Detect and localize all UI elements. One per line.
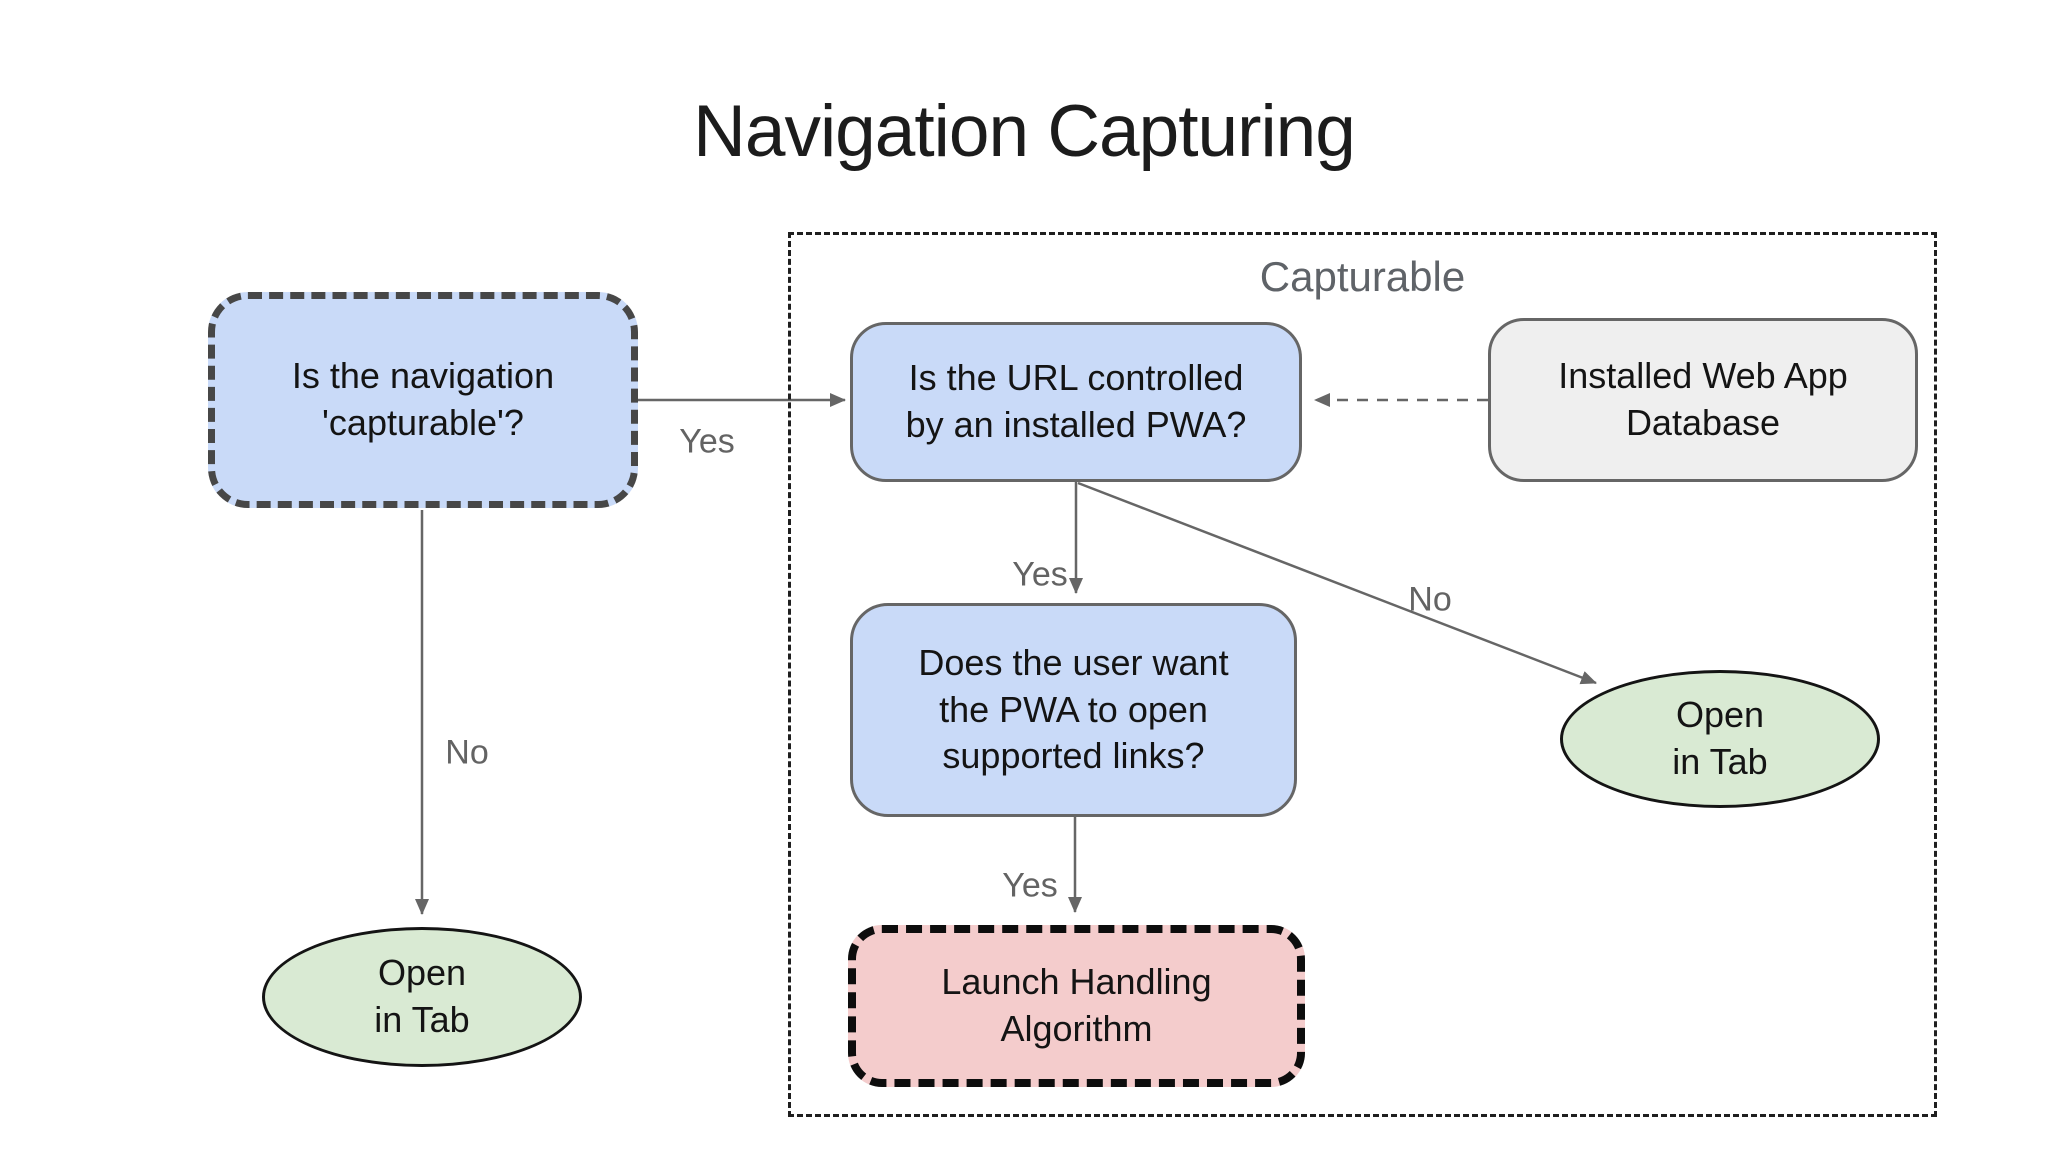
node-launch-handling-algorithm: Launch Handling Algorithm [848, 925, 1305, 1087]
edge-label-capturable-yes: Yes [679, 422, 735, 461]
node-label: Is the URL controlled by an installed PW… [905, 357, 1247, 445]
node-label: Open in Tab [1672, 694, 1768, 782]
node-open-in-tab-left: Open in Tab [262, 927, 582, 1067]
node-label: Does the user want the PWA to open suppo… [918, 641, 1229, 777]
node-label: Open in Tab [374, 952, 470, 1040]
node-does-user-want-pwa-links: Does the user want the PWA to open suppo… [850, 603, 1297, 817]
edge-label-url-yes: Yes [1012, 555, 1068, 594]
node-label: Is the navigation 'capturable'? [291, 355, 555, 443]
edge-label-url-no: No [1408, 580, 1452, 619]
node-is-url-controlled-by-pwa: Is the URL controlled by an installed PW… [850, 322, 1302, 482]
node-label: Installed Web App Database [1558, 355, 1848, 443]
edge-label-capturable-no: No [445, 733, 489, 772]
capturable-group-frame: Capturable [788, 232, 1937, 1117]
node-installed-web-app-database: Installed Web App Database [1488, 318, 1918, 482]
node-label: Launch Handling Algorithm [941, 961, 1212, 1049]
node-is-navigation-capturable: Is the navigation 'capturable'? [208, 292, 638, 508]
connector-url-no [1077, 481, 1597, 685]
edge-label-user-yes: Yes [1002, 866, 1058, 905]
capturable-group-label: Capturable [1259, 253, 1466, 300]
page-title: Navigation Capturing [693, 91, 1356, 172]
node-open-in-tab-right: Open in Tab [1560, 670, 1880, 808]
